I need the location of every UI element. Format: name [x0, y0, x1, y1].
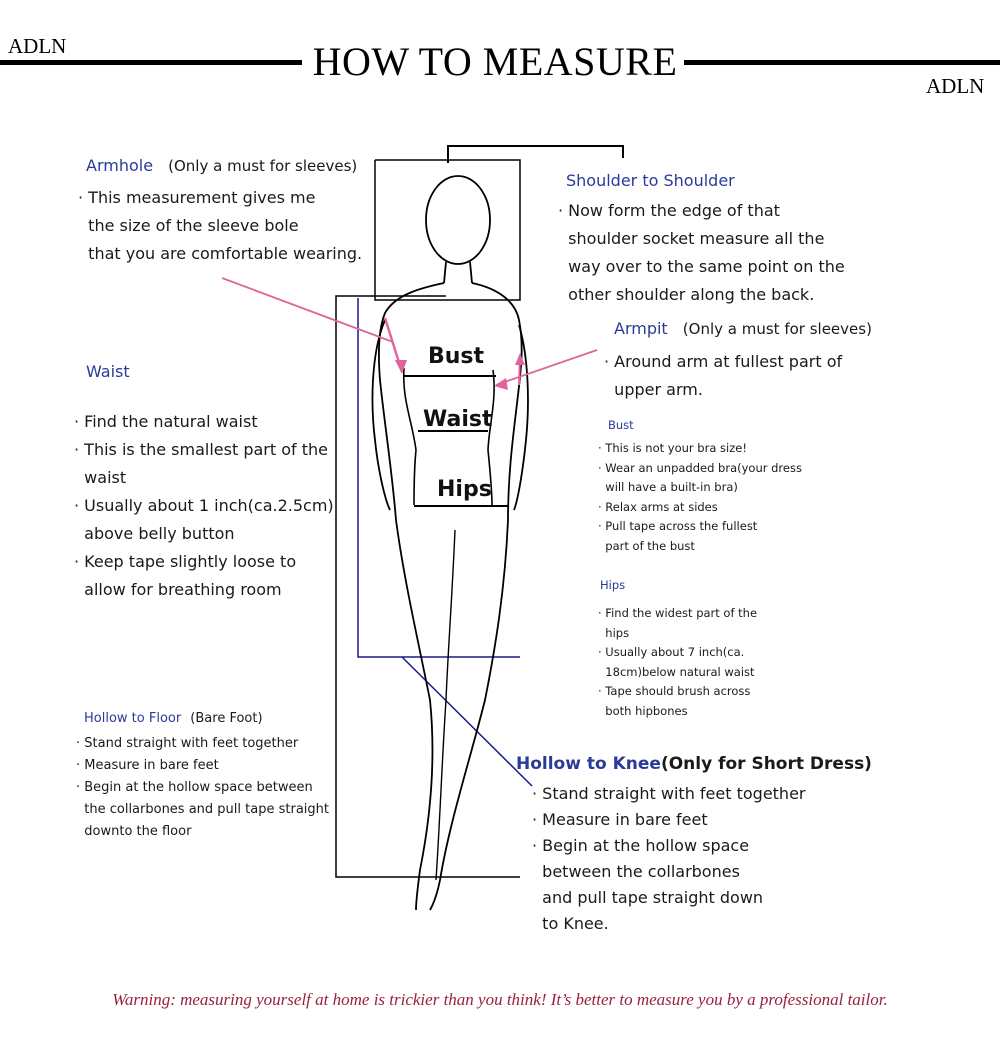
figure-right-outline: [471, 282, 523, 521]
hollow-floor-section: Hollow to Floor (Bare Foot): [84, 707, 263, 730]
hollow-knee-line: · Measure in bare feet: [532, 810, 708, 829]
armhole-text: · This measurement gives me the size of …: [78, 184, 362, 268]
hips-line: 18cm)below natural waist: [598, 664, 755, 679]
armpit-line: · Around arm at fullest part of: [604, 352, 843, 371]
shoulder-line: · Now form the edge of that: [558, 201, 780, 220]
shoulder-line: shoulder socket measure all the: [558, 229, 825, 248]
armpit-note: (Only a must for sleeves): [682, 320, 872, 338]
armpit-line: upper arm.: [604, 380, 703, 399]
page-title: HOW TO MEASURE: [312, 39, 678, 84]
waist-label: Waist: [423, 407, 493, 432]
hollow-knee-frame: [357, 298, 402, 658]
bust-line: · Relax arms at sides: [598, 499, 718, 514]
hollow-knee-section: Hollow to Knee(Only for Short Dress): [516, 754, 872, 774]
hips-line: both hipbones: [598, 703, 688, 718]
armhole-line: · This measurement gives me: [78, 188, 316, 207]
hollow-floor-frame: [335, 295, 520, 878]
figure-head: [425, 175, 491, 265]
brand-logo-right: ADLN: [926, 74, 985, 98]
hollow-floor-line: · Begin at the hollow space between: [76, 780, 313, 795]
title-rule-right: [684, 60, 1000, 65]
hips-line: hips: [598, 625, 630, 640]
armpit-arrow: [495, 349, 598, 386]
hollow-knee-line: · Stand straight with feet together: [532, 784, 806, 803]
hips-heading: Hips: [600, 578, 626, 592]
bust-heading: Bust: [608, 418, 634, 432]
waist-line: allow for breathing room: [74, 580, 282, 599]
title-rule-left: [0, 60, 302, 65]
waist-line: · This is the smallest part of the: [74, 440, 328, 459]
armhole-line: that you are comfortable wearing.: [78, 244, 363, 263]
armhole-line: the size of the sleeve bole: [78, 216, 299, 235]
waist-line: · Find the natural waist: [74, 412, 258, 431]
hollow-floor-heading: Hollow to Floor: [84, 711, 182, 726]
hips-label: Hips: [437, 477, 492, 502]
warning-note: Warning: measuring yourself at home is t…: [112, 990, 888, 1009]
bust-line: · Wear an unpadded bra(your dress: [598, 460, 802, 475]
waist-line: above belly button: [74, 524, 235, 543]
armhole-arrow: [221, 277, 394, 343]
hollow-knee-text: · Stand straight with feet together · Me…: [532, 781, 806, 937]
shoulder-text: · Now form the edge of that shoulder soc…: [558, 197, 845, 309]
armpit-heading: Armpit: [614, 319, 668, 338]
hollow-floor-note: (Bare Foot): [190, 711, 263, 726]
hollow-floor-line: the collarbones and pull tape straight: [76, 802, 329, 817]
bust-line: will have a built-in bra): [598, 480, 738, 494]
hollow-knee-heading: Hollow to Knee: [516, 754, 661, 774]
waist-line: · Keep tape slightly loose to: [74, 552, 297, 571]
figure-left-leg: [395, 519, 434, 911]
hollow-knee-leader: [401, 656, 533, 787]
hollow-knee-note: (Only for Short Dress): [660, 754, 872, 774]
shoulder-heading: Shoulder to Shoulder: [566, 171, 735, 190]
hollow-knee-line: · Begin at the hollow space: [532, 836, 750, 855]
figure-left-outline: [377, 282, 445, 521]
figure-right-leg: [429, 519, 509, 911]
hips-line: · Tape should brush across: [598, 684, 751, 698]
bust-line: · Pull tape across the fullest: [598, 519, 758, 533]
waist-line: · Usually about 1 inch(ca.2.5cm): [74, 496, 334, 515]
bust-line: part of the bust: [598, 538, 695, 553]
hollow-floor-line: downto the floor: [76, 824, 192, 839]
armpit-section: Armpit (Only a must for sleeves): [614, 319, 872, 338]
armhole-frame: [374, 159, 521, 301]
waist-heading: Waist: [86, 362, 130, 381]
hollow-knee-line: between the collarbones: [532, 862, 740, 881]
hollow-floor-line: · Measure in bare feet: [76, 758, 219, 773]
hollow-knee-line: and pull tape straight down: [532, 888, 764, 907]
bust-text: · This is not your bra size! · Wear an u…: [598, 439, 802, 556]
armhole-heading: Armhole: [86, 156, 154, 175]
hollow-floor-line: · Stand straight with feet together: [76, 736, 299, 751]
hips-text: · Find the widest part of the hips · Usu…: [598, 604, 757, 721]
hips-line: · Find the widest part of the: [598, 606, 758, 620]
bust-label: Bust: [428, 344, 485, 369]
shoulder-line: other shoulder along the back.: [558, 285, 815, 304]
hollow-floor-text: · Stand straight with feet together · Me…: [76, 733, 329, 843]
bust-line: · This is not your bra size!: [598, 441, 747, 455]
armhole-section: Armhole (Only a must for sleeves): [86, 156, 357, 175]
hips-line: · Usually about 7 inch(ca.: [598, 645, 745, 659]
waist-text: · Find the natural waist · This is the s…: [74, 408, 334, 604]
brand-logo-left: ADLN: [8, 34, 67, 58]
waist-line: waist: [74, 468, 127, 487]
armpit-text: · Around arm at fullest part of upper ar…: [604, 348, 842, 404]
shoulder-bracket: [447, 145, 624, 163]
armhole-note: (Only a must for sleeves): [168, 157, 358, 175]
hollow-knee-line: to Knee.: [532, 914, 609, 933]
shoulder-line: way over to the same point on the: [558, 257, 845, 276]
